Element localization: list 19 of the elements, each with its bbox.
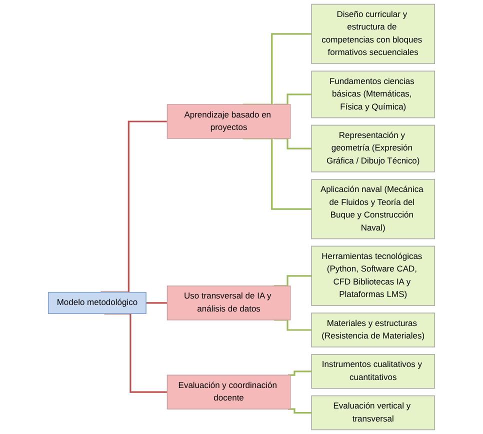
connector <box>288 370 312 376</box>
node-box: Evaluación vertical y transversal <box>311 395 436 430</box>
connector <box>288 408 312 414</box>
connector <box>274 138 312 150</box>
node-box: Uso transversal de IA y análisis de datos <box>166 286 291 320</box>
connector <box>242 138 312 210</box>
node-box: Instrumentos cualitativos y cuantitativos <box>311 354 436 389</box>
connector <box>274 94 312 106</box>
node-box: Representación y geometría (Expresión Gráfica / Dibujo Técnico) <box>311 124 436 172</box>
node-box: Aplicación naval (Mecánica de Fluidos y Teoría del Buque y Construcción Naval) <box>311 178 436 240</box>
node-box: Fundamentos ciencias básicas (Mtemáticas, Física y Química) <box>311 70 436 118</box>
node-box: Herramientas tecnológicas (Python, Software CAD, CFD Bibliotecas IA y Plataformas LMS) <box>311 246 436 306</box>
node-box: Modelo metodológico <box>48 292 146 314</box>
node-box: Diseño curricular y estructura de competencias con bloques formativos secuenciales <box>311 4 436 64</box>
node-box: Materiales y estructuras (Resistencia de Materiales) <box>311 312 436 348</box>
node-box: Evaluación y coordinación docente <box>166 374 291 410</box>
connector <box>242 33 312 106</box>
node-box: Aprendizaje basado en proyectos <box>166 104 291 139</box>
connector <box>146 302 168 304</box>
